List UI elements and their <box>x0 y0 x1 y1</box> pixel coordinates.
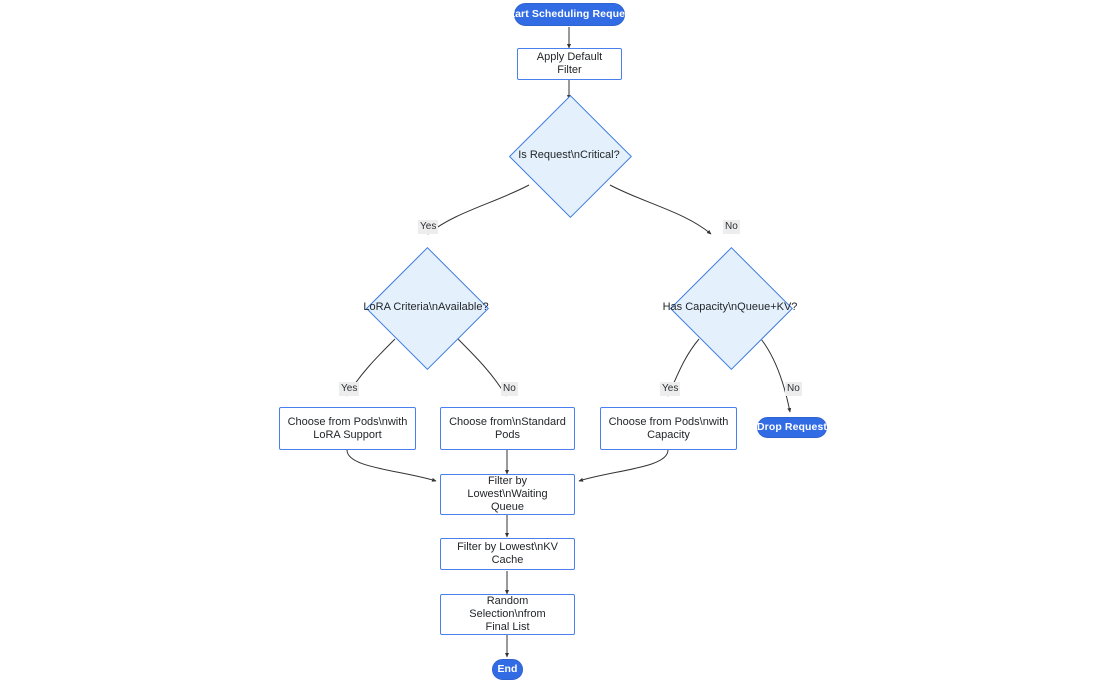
edge-critical-no-to-capacity <box>609 184 712 235</box>
node-choose-capacity-pods[interactable]: Choose from Pods\nwith Capacity <box>600 407 737 450</box>
node-is-request-critical[interactable]: Is Request\nCritical? <box>508 94 632 218</box>
node-random-selection-label-line2: Final List <box>485 621 530 633</box>
node-random-selection-label-line1: Random Selection\nfrom <box>469 595 546 620</box>
node-choose-standard-pods[interactable]: Choose from\nStandard Pods <box>440 407 575 450</box>
node-choose-lora-pods[interactable]: Choose from Pods\nwith LoRA Support <box>279 407 416 450</box>
edge-capacity-pods-to-filter-queue <box>578 449 669 482</box>
node-choose-standard-pods-label-line1: Choose from\nStandard <box>449 415 566 428</box>
node-has-capacity-label: Has Capacity\nQueue+KV? <box>662 300 798 313</box>
node-end-label: End <box>497 663 518 675</box>
node-choose-lora-pods-label-line2: LoRA Support <box>313 428 382 441</box>
node-start[interactable]: Start Scheduling Request <box>504 3 634 26</box>
node-start-label: Start Scheduling Request <box>504 8 635 20</box>
edge-label-capacity-no: No <box>785 382 802 396</box>
node-choose-standard-pods-label-line2: Pods <box>494 428 521 441</box>
node-choose-capacity-pods-label-line1: Choose from Pods\nwith <box>608 415 729 428</box>
node-choose-capacity-pods-label-line2: Capacity <box>647 428 690 441</box>
node-choose-lora-pods-label-line1: Choose from Pods\nwith <box>287 415 408 428</box>
edge-label-critical-yes: Yes <box>418 220 439 234</box>
node-filter-kv-cache[interactable]: Filter by Lowest\nKV Cache <box>440 538 575 570</box>
node-apply-default-filter-label: Apply Default Filter <box>536 51 603 76</box>
node-filter-waiting-queue-label-line1: Filter by Lowest\nWaiting <box>467 475 548 500</box>
edge-lora-pods-to-filter-queue <box>346 449 437 482</box>
node-lora-criteria-available[interactable]: LoRA Criteria\nAvailable? <box>363 246 489 370</box>
edge-label-lora-no: No <box>501 382 518 396</box>
node-end[interactable]: End <box>492 659 523 680</box>
edge-label-critical-no: No <box>723 220 740 234</box>
node-lora-criteria-available-label: LoRA Criteria\nAvailable? <box>363 300 489 313</box>
node-drop-request[interactable]: Drop Request <box>757 417 827 438</box>
edge-label-lora-yes: Yes <box>339 382 360 396</box>
edge-label-capacity-yes: Yes <box>660 382 681 396</box>
node-filter-waiting-queue[interactable]: Filter by Lowest\nWaiting Queue <box>440 474 575 515</box>
node-drop-request-label: Drop Request <box>756 421 828 433</box>
node-filter-waiting-queue-label-line2: Queue <box>490 501 525 513</box>
node-filter-kv-cache-label: Filter by Lowest\nKV Cache <box>457 541 558 566</box>
edge-capacity-no-to-drop <box>760 338 792 413</box>
node-random-selection[interactable]: Random Selection\nfrom Final List <box>440 594 575 635</box>
node-is-request-critical-label: Is Request\nCritical? <box>518 148 620 161</box>
node-apply-default-filter[interactable]: Apply Default Filter <box>517 48 622 80</box>
node-has-capacity[interactable]: Has Capacity\nQueue+KV? <box>663 246 797 370</box>
